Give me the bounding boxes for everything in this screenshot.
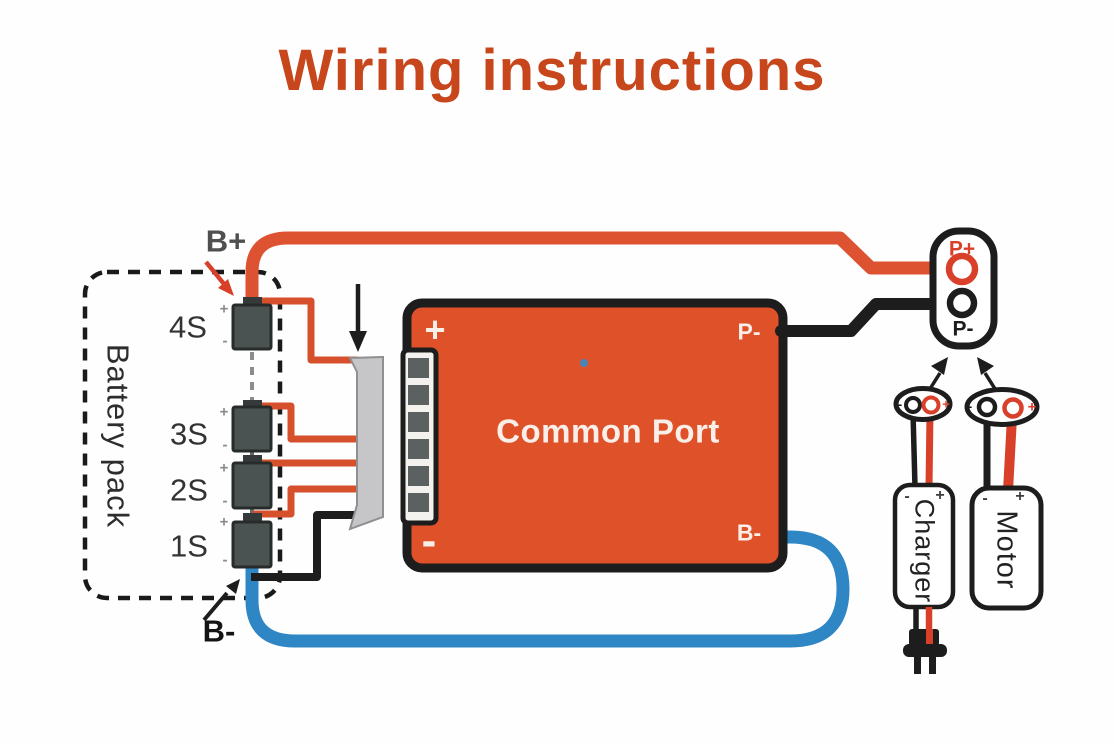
cell-3s (231, 405, 273, 453)
motor-positive-pin (1002, 397, 1024, 419)
battery-cells (231, 297, 273, 569)
charger-oval-plus-sign: + (942, 396, 950, 412)
b-minus-blue-wire (245, 530, 850, 648)
motor-oval-plus-sign: + (1027, 398, 1037, 416)
cell-3s-cap (243, 400, 262, 409)
cell-3s-label: 3S (170, 416, 208, 452)
cell-2s-cap (243, 455, 262, 464)
cell-1s-minus-sign: - (222, 551, 228, 569)
ac-plug-red-stripe (926, 629, 933, 644)
board-positive-label: + (424, 309, 446, 350)
p-minus-terminal (946, 287, 978, 319)
charger-box-plus-sign: + (935, 487, 945, 504)
charger-black-wire (910, 411, 918, 488)
motor-box-plus-sign: + (1015, 488, 1025, 505)
balance-plug-arrow-head (349, 331, 367, 352)
cell-1s-plus-sign: + (219, 513, 229, 531)
connector-arrow-left-head (931, 357, 948, 375)
balance-wire-3s (253, 402, 358, 443)
charger-oval-minus-sign: - (897, 396, 903, 412)
p-plus-terminal (945, 252, 979, 286)
connector-arrow-right-head (977, 357, 994, 375)
connector-p-minus-label: P- (952, 317, 974, 341)
ac-plug-crossbar (903, 644, 947, 657)
charger-box (892, 482, 956, 610)
cell-3s-minus-sign: - (222, 436, 228, 454)
balance-socket-pins (408, 358, 429, 512)
board-p-minus-label: P- (737, 318, 761, 345)
balance-wire-b-minus (251, 511, 358, 581)
motor-red-wire (1003, 416, 1017, 492)
cell-2s-minus-sign: - (222, 492, 228, 510)
board-negative-label: - (421, 516, 437, 565)
charger-negative-pin (904, 396, 922, 414)
balance-plug (348, 355, 384, 531)
cell-1s-label: 1S (170, 528, 208, 564)
charger-positive-pin (921, 395, 941, 415)
balance-wire-1s (253, 485, 358, 518)
cell-3s-plus-sign: + (219, 403, 229, 421)
cell-2s-plus-sign: + (219, 459, 229, 477)
b-plus-label: B+ (205, 223, 247, 259)
b-minus-arrow-head (226, 579, 240, 594)
cell-4s-cap (243, 297, 262, 307)
b-plus-arrow-line (204, 260, 226, 286)
cell-2s (231, 461, 273, 510)
balance-wire-4s (252, 297, 358, 364)
b-minus-arrow-line (202, 591, 229, 622)
common-port-label: Common Port (496, 412, 720, 450)
motor-oval-minus-sign: - (967, 398, 973, 414)
motor-negative-pin (976, 396, 998, 418)
cell-4s-plus-sign: + (219, 300, 229, 318)
battery-pack-outline (82, 269, 283, 601)
b-minus-label: B- (202, 613, 236, 649)
charger-red-wire (925, 411, 934, 488)
charger-label: Charger (909, 498, 940, 604)
cell-1s-cap (243, 513, 262, 523)
battery-pack-label: Battery pack (100, 343, 136, 529)
ac-plug-prong-right (929, 656, 936, 674)
board-b-minus-label: B- (736, 519, 762, 546)
cell-4s-minus-sign: - (222, 332, 228, 350)
motor-box-minus-sign: - (982, 490, 988, 507)
connector-p-plus-label: P+ (948, 237, 976, 261)
cell-4s-label: 4S (169, 309, 207, 345)
board-blue-dot (580, 359, 588, 367)
motor-box (969, 485, 1044, 611)
b-plus-wire (245, 231, 957, 313)
p-minus-wire (775, 298, 954, 337)
ac-plug-prong-left (914, 656, 921, 674)
b-plus-arrow-head (218, 279, 234, 296)
charger-box-minus-sign: - (904, 488, 910, 505)
cell-2s-label: 2S (170, 472, 208, 508)
motor-label: Motor (990, 510, 1023, 590)
ac-plug-body (909, 629, 939, 646)
cell-1s (231, 520, 273, 569)
cell-4s (231, 303, 273, 351)
page-title: Wiring instructions (278, 38, 826, 103)
